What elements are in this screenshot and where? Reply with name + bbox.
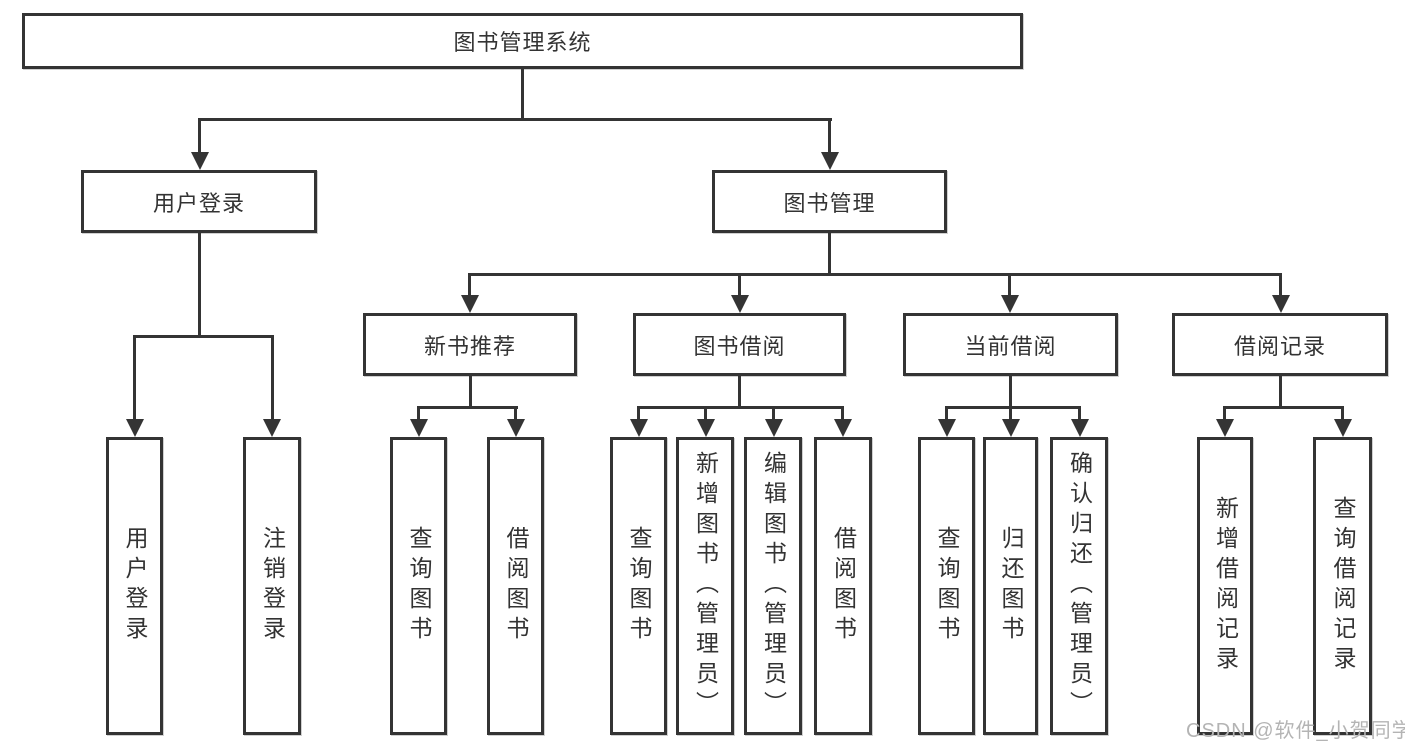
leaf-borrow-add-books-admin: 新增图书（管理员） — [676, 437, 734, 735]
leaf-current-query-books: 查询图书 — [918, 437, 975, 735]
node-current-borrow: 当前借阅 — [903, 313, 1118, 376]
connector-line — [1223, 406, 1344, 409]
connector-line — [198, 118, 201, 154]
connector-line — [1279, 273, 1282, 299]
connector-line — [468, 273, 471, 299]
arrow-down-icon — [126, 419, 144, 437]
leaf-logout-label: 注销登录 — [259, 526, 286, 646]
connector-line — [198, 233, 201, 335]
connector-line — [1223, 406, 1226, 422]
arrow-down-icon — [410, 419, 428, 437]
arrow-down-icon — [1216, 419, 1234, 437]
leaf-borrow-query-books: 查询图书 — [610, 437, 667, 735]
leaf-borrow-edit-books-admin: 编辑图书（管理员） — [744, 437, 802, 735]
leaf-borrow-edit-books-admin-label: 编辑图书（管理员） — [760, 451, 787, 721]
arrow-down-icon — [507, 419, 525, 437]
connector-line — [945, 406, 1081, 409]
connector-line — [271, 335, 274, 421]
arrow-down-icon — [697, 419, 715, 437]
leaf-record-query-borrow-record: 查询借阅记录 — [1313, 437, 1372, 735]
csdn-watermark: CSDN @软件_小贺同学 — [1186, 720, 1405, 742]
node-borrow-record-label: 借阅记录 — [1233, 333, 1326, 359]
leaf-borrow-query-books-label: 查询图书 — [626, 526, 652, 646]
connector-line — [841, 406, 844, 422]
node-book-borrow: 图书借阅 — [633, 313, 846, 376]
leaf-recommend-borrow-books: 借阅图书 — [487, 437, 544, 735]
connector-line — [637, 406, 640, 422]
leaf-record-query-borrow-record-label: 查询借阅记录 — [1330, 496, 1356, 676]
connector-line — [1009, 406, 1012, 422]
arrow-down-icon — [731, 295, 749, 313]
node-user-login: 用户登录 — [81, 170, 317, 233]
leaf-current-return-books: 归还图书 — [983, 437, 1038, 735]
connector-line — [417, 406, 518, 409]
arrow-down-icon — [630, 419, 648, 437]
leaf-current-return-books-label: 归还图书 — [998, 526, 1024, 646]
arrow-down-icon — [1334, 419, 1352, 437]
arrow-down-icon — [1002, 419, 1020, 437]
connector-line — [704, 406, 707, 422]
leaf-borrow-borrow-books: 借阅图书 — [814, 437, 872, 735]
arrow-down-icon — [821, 152, 839, 170]
connector-line — [469, 376, 472, 406]
connector-line — [828, 118, 831, 154]
connector-line — [738, 376, 741, 406]
connector-line — [133, 335, 274, 338]
leaf-recommend-borrow-books-label: 借阅图书 — [503, 526, 529, 646]
leaf-borrow-borrow-books-label: 借阅图书 — [830, 526, 857, 646]
node-book-management-label: 图书管理 — [783, 190, 876, 216]
connector-line — [945, 406, 948, 422]
leaf-current-query-books-label: 查询图书 — [934, 526, 960, 646]
leaf-recommend-query-books-label: 查询图书 — [406, 526, 432, 646]
arrow-down-icon — [263, 419, 281, 437]
leaf-borrow-add-books-admin-label: 新增图书（管理员） — [692, 451, 719, 721]
leaf-recommend-query-books: 查询图书 — [390, 437, 447, 735]
arrow-down-icon — [834, 419, 852, 437]
arrow-down-icon — [765, 419, 783, 437]
node-borrow-record: 借阅记录 — [1172, 313, 1388, 376]
connector-line — [417, 406, 420, 422]
node-current-borrow-label: 当前借阅 — [964, 333, 1057, 359]
arrow-down-icon — [1071, 419, 1089, 437]
connector-line — [468, 273, 1282, 276]
connector-line — [1341, 406, 1344, 422]
connector-line — [1078, 406, 1081, 422]
leaf-current-confirm-return-admin-label: 确认归还（管理员） — [1066, 451, 1093, 721]
arrow-down-icon — [1001, 295, 1019, 313]
node-root-label: 图书管理系统 — [453, 30, 592, 55]
connector-line — [198, 118, 832, 121]
arrow-down-icon — [1272, 295, 1290, 313]
connector-line — [1008, 273, 1011, 299]
connector-line — [772, 406, 775, 422]
arrow-down-icon — [191, 152, 209, 170]
node-book-borrow-label: 图书借阅 — [693, 333, 786, 359]
node-book-management: 图书管理 — [712, 170, 947, 233]
leaf-logout: 注销登录 — [243, 437, 301, 735]
leaf-user-login-label: 用户登录 — [122, 526, 148, 646]
arrow-down-icon — [938, 419, 956, 437]
arrow-down-icon — [461, 295, 479, 313]
connector-line — [828, 233, 831, 273]
connector-line — [514, 406, 517, 422]
leaf-record-add-borrow-record-label: 新增借阅记录 — [1212, 496, 1239, 676]
node-new-book-recommend: 新书推荐 — [363, 313, 577, 376]
leaf-record-add-borrow-record: 新增借阅记录 — [1197, 437, 1253, 735]
connector-line — [133, 335, 136, 421]
connector-line — [637, 406, 844, 409]
node-new-book-recommend-label: 新书推荐 — [423, 333, 516, 359]
connector-line — [738, 273, 741, 299]
leaf-current-confirm-return-admin: 确认归还（管理员） — [1050, 437, 1108, 735]
node-root: 图书管理系统 — [22, 13, 1023, 69]
connector-line — [1279, 376, 1282, 406]
connector-line — [521, 69, 524, 118]
leaf-user-login: 用户登录 — [106, 437, 163, 735]
node-user-login-label: 用户登录 — [152, 190, 245, 216]
connector-line — [1009, 376, 1012, 406]
